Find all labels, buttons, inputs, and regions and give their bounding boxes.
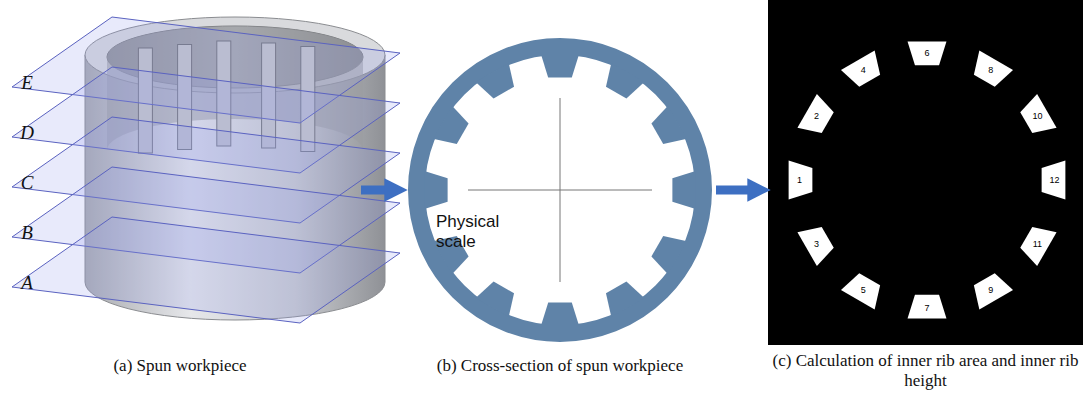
cross-section <box>417 47 704 334</box>
flow-arrow <box>716 186 752 195</box>
scale-label: Physical scale <box>436 212 516 251</box>
binary-rib-image <box>768 0 1083 345</box>
figure-panel: (c) Calculation of inner rib area and in… <box>768 0 1083 403</box>
callout-number: 1 <box>797 175 802 185</box>
flow-arrow <box>361 186 389 195</box>
plane-letter: E <box>21 72 33 94</box>
plane-letter: B <box>21 222 33 244</box>
callout-number: 12 <box>1049 175 1059 185</box>
plane-letter: A <box>21 272 33 294</box>
plane-letter: D <box>20 122 34 144</box>
callout-number: 5 <box>861 285 866 295</box>
callout-number: 11 <box>1033 239 1042 249</box>
section-planes <box>12 17 400 323</box>
figure-panel: (a) Spun workpiece <box>0 0 360 403</box>
callout-number: 8 <box>988 65 993 75</box>
panel-caption: (b) Cross-section of spun workpiece <box>405 356 715 376</box>
section-plane <box>12 217 400 323</box>
callout-number: 2 <box>814 111 819 121</box>
callout-number: 7 <box>924 303 929 313</box>
panel-caption: (c) Calculation of inner rib area and in… <box>768 351 1083 392</box>
callout-number: 10 <box>1032 111 1042 121</box>
callout-number: 4 <box>861 65 866 75</box>
plane-letter: C <box>21 172 34 194</box>
callout-number: 6 <box>924 48 929 58</box>
panel-caption: (a) Spun workpiece <box>0 356 360 376</box>
figure-panel: (b) Cross-section of spun workpiece <box>405 0 715 403</box>
callout-number: 9 <box>988 285 993 295</box>
callout-number: 3 <box>814 239 819 249</box>
